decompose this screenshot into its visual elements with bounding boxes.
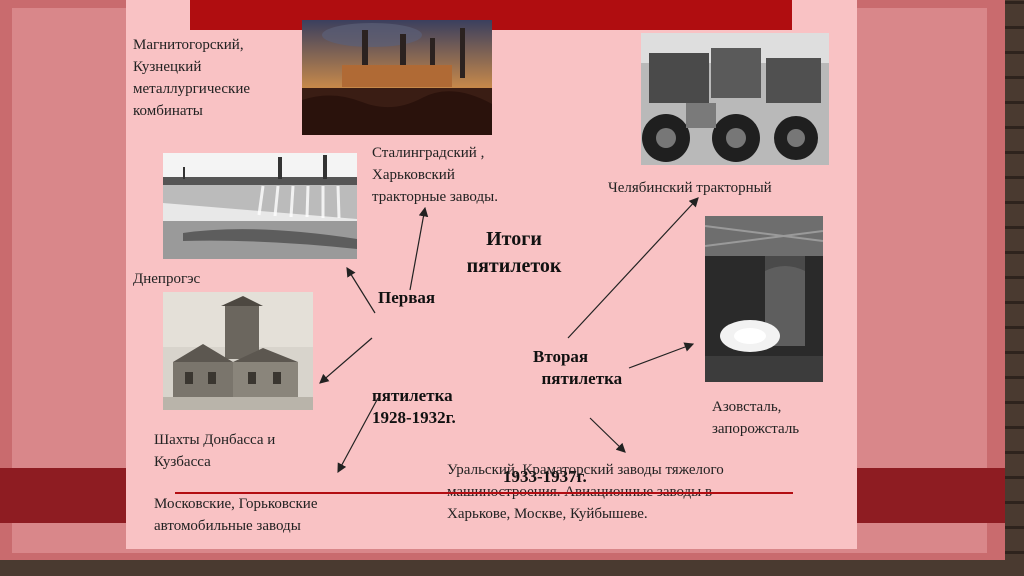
caption-magnitogorsk: Магнитогорский, Кузнецкий металлургическ… xyxy=(133,37,251,119)
caption-dneproges: Днепрогэс xyxy=(133,271,201,287)
red-underline xyxy=(175,492,793,494)
caption-stalingrad: Сталинградский , Харьковский тракторные … xyxy=(372,145,498,205)
caption-azovstal: Азовсталь, запорожсталь xyxy=(712,399,800,437)
caption-chelyabinsk: Челябинский тракторный xyxy=(608,180,772,196)
dam-photo xyxy=(163,153,357,259)
second-plan-years: 1933-1937г. xyxy=(503,467,587,486)
first-plan-label: Первая xyxy=(378,288,436,307)
caption-donbass: Шахты Донбасса и Кузбасса xyxy=(154,432,276,470)
second-plan-label: Вторая пятилетка xyxy=(533,347,623,388)
slide-title: Итоги пятилеток xyxy=(466,228,562,277)
factory-smokestacks-photo xyxy=(302,20,492,135)
caption-moscow-auto: Московские, Горьковские автомобильные за… xyxy=(154,496,318,534)
mine-building-photo xyxy=(163,292,313,410)
steel-mill-photo xyxy=(705,216,823,382)
first-plan-years: пятилетка 1928-1932г. xyxy=(372,386,456,427)
tractors-photo xyxy=(641,33,829,165)
